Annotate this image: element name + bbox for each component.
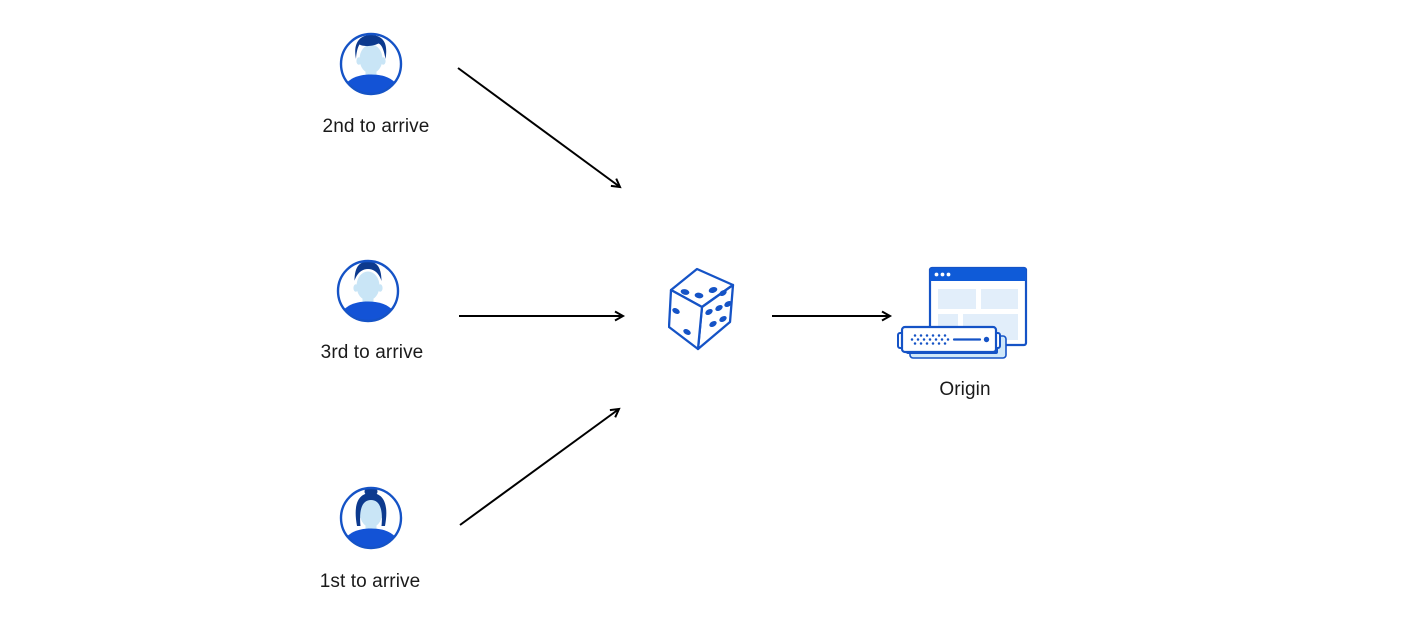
visitor-label-2nd: 2nd to arrive [322,116,430,137]
dice-icon [668,267,735,351]
visitor-label-3rd: 3rd to arrive [320,342,424,363]
arrow-visitor2-to-dice [457,67,622,189]
man-short-hair-avatar-icon [336,259,400,323]
origin-server-browser-icon [897,266,1028,359]
visitor-label-1st: 1st to arrive [319,571,421,592]
woman-bun-avatar-icon [339,486,403,550]
origin-label: Origin [939,379,991,400]
man-swept-hair-avatar-icon [339,32,403,96]
arrow-visitor1-to-dice [459,407,621,526]
